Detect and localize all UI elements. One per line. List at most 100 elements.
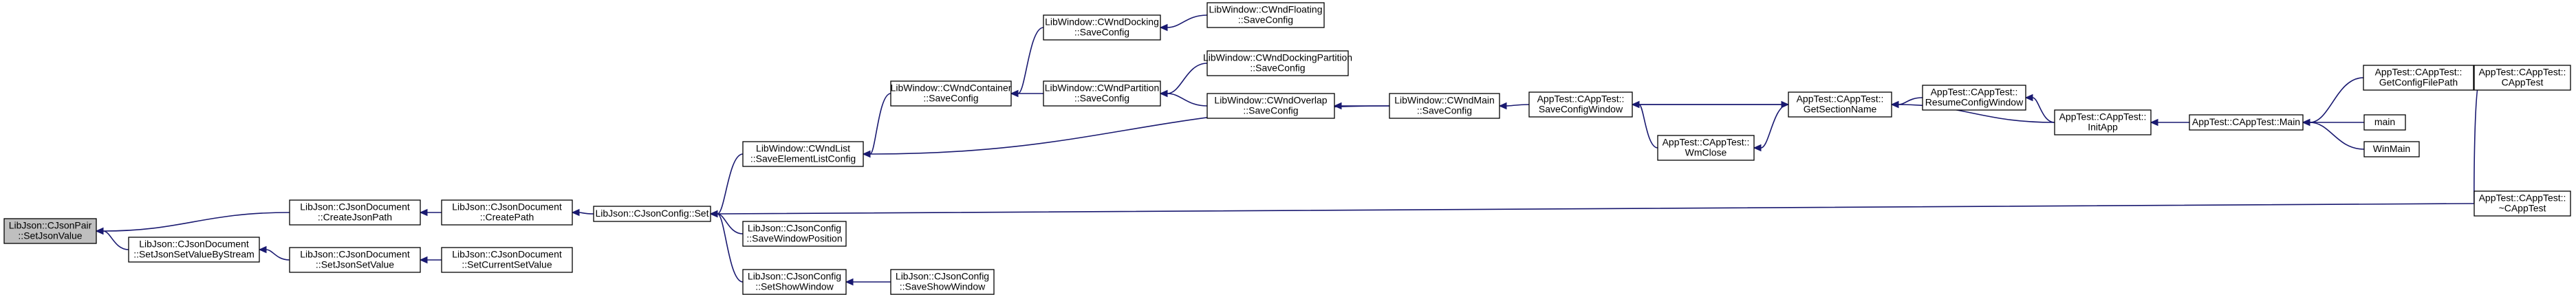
node-config-setshowwindow[interactable]: LibJson::CJsonConfig::SetShowWindow (742, 269, 847, 295)
edge-line (1898, 97, 1923, 105)
node-label-line: ::SaveWindowPosition (746, 233, 842, 244)
node-box (1922, 85, 2026, 111)
node-label-line: main (2374, 116, 2395, 127)
node-label-line: WmClose (1685, 147, 1727, 158)
node-label-line: ::SetJsonSetValue (316, 259, 394, 270)
node-box (1206, 93, 1335, 119)
node-label-line: AppTest::CAppTest:: (1663, 137, 1750, 148)
node-label-line: AppTest::CAppTest:: (1931, 87, 2018, 98)
node-box (2474, 190, 2571, 217)
node-winmain[interactable]: WinMain (2363, 141, 2420, 157)
arrowhead-icon (419, 256, 428, 264)
edge-wndcontainer-saveconfig-to-wndlist-saveelementlistconfig (862, 93, 891, 158)
node-label-line: LibJson::CJsonConfig (896, 271, 989, 282)
node-label-line: LibJson::CJsonDocument (452, 201, 562, 212)
edge-line (1017, 27, 1044, 94)
edge-wndoverlap-saveconfig-to-wndpartition-saveconfig (1159, 89, 1208, 107)
node-box (1206, 2, 1325, 28)
node-label-line: ::SetCurrentSetValue (462, 259, 552, 270)
node-label-line: LibJson::CJsonDocument (452, 249, 562, 260)
node-label-line: ::CreateJsonPath (318, 212, 392, 223)
node-box (128, 237, 260, 263)
node-label-line: AppTest::CAppTest:: (2375, 67, 2463, 78)
arrowhead-icon (1159, 89, 1168, 98)
node-app-saveconfigwindow[interactable]: AppTest::CAppTest::SaveConfigWindow (1528, 91, 1633, 118)
node-wndmain-saveconfig[interactable]: LibWindow::CWndMain::SaveConfig (1389, 93, 1500, 119)
node-label-line: ::SaveConfig (1074, 93, 1129, 104)
node-config-savewindowposition[interactable]: LibJson::CJsonConfig::SaveWindowPosition (742, 221, 847, 247)
node-doc-setjsonsetvaluebystream[interactable]: LibJson::CJsonDocument::SetJsonSetValueB… (128, 237, 260, 263)
node-main[interactable]: main (2363, 114, 2406, 131)
edge-line (869, 93, 891, 155)
edge-line (102, 212, 290, 232)
node-label-line: LibWindow::CWndList (756, 143, 850, 154)
node-doc-setcurrentsetvalue[interactable]: LibJson::CJsonDocument::SetCurrentSetVal… (441, 247, 573, 273)
node-wndlist-saveelementlistconfig[interactable]: LibWindow::CWndList::SaveElementListConf… (742, 141, 864, 167)
node-label-line: LibJson::CJsonConfig (748, 223, 841, 234)
node-label-line: AppTest::CAppTest:: (2059, 111, 2147, 122)
edge-app-getsectionname-to-app-wmclose (1753, 104, 1789, 152)
node-app-resumeconfigwindow[interactable]: AppTest::CAppTest::ResumeConfigWindow (1922, 85, 2026, 111)
node-label-line: GetSectionName (1804, 104, 1877, 115)
node-doc-createjsonpath[interactable]: LibJson::CJsonDocument::CreateJsonPath (289, 199, 421, 226)
edge-wndpartition-saveconfig-to-wndcontainer-saveconfig (1010, 89, 1043, 98)
node-box (1528, 91, 1633, 118)
node-wndoverlap-saveconfig[interactable]: LibWindow::CWndOverlap::SaveConfig (1206, 93, 1335, 119)
arrowhead-icon (1010, 89, 1019, 98)
node-app-getsectionname[interactable]: AppTest::CAppTest::GetSectionName (1788, 91, 1892, 118)
node-box (2363, 141, 2420, 157)
edge-line (717, 153, 744, 215)
arrowhead-icon (1890, 100, 1899, 109)
arrowhead-icon (571, 208, 580, 217)
node-label-line: LibJson::CJsonDocument (300, 201, 410, 212)
edge-line (1506, 104, 1530, 107)
edge-line (717, 203, 2475, 215)
node-box (1788, 91, 1892, 118)
edge-line (717, 213, 744, 234)
node-label-line: ::SaveConfig (1238, 14, 1293, 25)
node-jsonpair-setjsonvalue[interactable]: LibJson::CJsonPair::SetJsonValue (3, 218, 97, 244)
node-box (2189, 114, 2304, 131)
node-config-set[interactable]: LibJson::CJsonConfig::Set (593, 206, 711, 222)
node-box (742, 141, 864, 167)
node-label-line: ::SaveShowWindow (900, 281, 986, 292)
node-app-ctor[interactable]: AppTest::CAppTest::CAppTest (2474, 65, 2571, 91)
node-label-line: LibJson::CJsonPair (9, 220, 92, 231)
node-label-line: LibWindow::CWndDocking (1045, 17, 1159, 28)
edge-app-dtor-to-app-getconfigfilepath (2472, 74, 2481, 204)
node-box (742, 221, 847, 247)
edge-config-set-to-doc-createpath (571, 208, 594, 217)
edge-app-getconfigfilepath-to-app-main (2302, 77, 2364, 127)
edge-doc-createpath-to-doc-createjsonpath (419, 208, 442, 217)
node-doc-setjsonsetvalue[interactable]: LibJson::CJsonDocument::SetJsonSetValue (289, 247, 421, 273)
node-config-saveshowwindow[interactable]: LibJson::CJsonConfig::SaveShowWindow (890, 269, 995, 295)
node-app-dtor[interactable]: AppTest::CAppTest::~CAppTest (2474, 190, 2571, 217)
node-box (289, 247, 421, 273)
node-label-line: AppTest::CAppTest:: (2479, 193, 2566, 204)
node-app-initapp[interactable]: AppTest::CAppTest::InitApp (2054, 109, 2152, 135)
node-label-line: SaveConfigWindow (1539, 104, 1623, 115)
node-app-main[interactable]: AppTest::CAppTest::Main (2189, 114, 2304, 131)
edge-app-dtor-to-config-set (709, 203, 2475, 218)
node-app-wmclose[interactable]: AppTest::CAppTest::WmClose (1657, 135, 1755, 161)
edge-app-saveconfigwindow-to-wndmain-saveconfig (1498, 102, 1530, 110)
node-label-line: LibWindow::CWndDockingPartition (1203, 52, 1352, 63)
node-box (289, 199, 421, 226)
edge-app-main-to-app-initapp (2150, 118, 2189, 127)
node-doc-createpath[interactable]: LibJson::CJsonDocument::CreatePath (441, 199, 573, 226)
node-label-line: WinMain (2373, 143, 2410, 154)
node-app-getconfigfilepath[interactable]: AppTest::CAppTest::GetConfigFilePath (2363, 65, 2474, 91)
node-wnddocking-saveconfig[interactable]: LibWindow::CWndDocking::SaveConfig (1043, 14, 1161, 41)
node-label-line: AppTest::CAppTest:: (2479, 67, 2566, 78)
node-wndpartition-saveconfig[interactable]: LibWindow::CWndPartition::SaveConfig (1043, 80, 1161, 107)
edge-app-wmclose-to-app-saveconfigwindow (1631, 100, 1658, 149)
node-wndfloating-saveconfig[interactable]: LibWindow::CWndFloating::SaveConfig (1206, 2, 1325, 28)
node-label-line: LibWindow::CWndPartition (1045, 83, 1160, 94)
edge-line (2309, 77, 2364, 123)
node-wndcontainer-saveconfig[interactable]: LibWindow::CWndContainer::SaveConfig (890, 80, 1012, 107)
node-wnddockingpartition-saveconfig[interactable]: LibWindow::CWndDockingPartition::SaveCon… (1203, 50, 1352, 76)
arrowhead-icon (419, 208, 428, 217)
node-label-line: AppTest::CAppTest:: (1537, 94, 1625, 105)
edge-app-initapp-to-app-resumeconfigwindow (2024, 94, 2055, 123)
